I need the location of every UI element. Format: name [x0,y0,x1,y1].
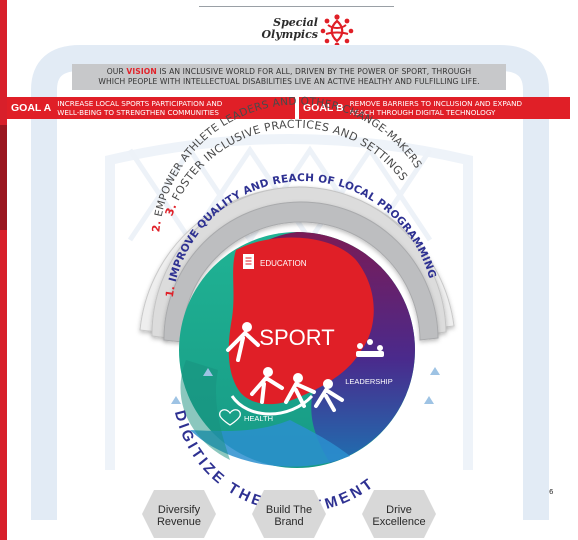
education-text: EDUCATION [260,259,307,268]
health-label: HEALTH [219,409,273,426]
vision-line-2: WHICH PEOPLE WITH INTELLECTUAL DISABILIT… [98,77,480,86]
logo-line-2: Olympics [261,28,318,41]
health-heart-icon [219,409,241,426]
arc-2-num: 2. [150,219,163,233]
goal-b-line-1: REMOVE BARRIERS TO INCLUSION AND EXPAND [349,99,523,108]
goal-b: GOAL B REMOVE BARRIERS TO INCLUSION AND … [303,97,568,119]
goal-a-line-2: WELL-BEING TO STRENGTHEN COMMUNITIES [57,108,219,117]
arc-1-num: 1. [164,284,178,298]
goal-a-line-1: INCREASE LOCAL SPORTS PARTICIPATION AND [57,99,223,108]
special-olympics-logo: Special Olympics [232,11,362,51]
pillar-diversify-revenue: Diversify Revenue [140,486,218,538]
program-circle [179,232,415,468]
goal-b-label: GOAL B [303,102,344,114]
leadership-text: LEADERSHIP [345,377,393,386]
sport-text: SPORT [259,325,334,350]
education-label: EDUCATION [243,254,307,269]
pillar-build-the-brand: Build The Brand [250,486,328,538]
left-edge-accent [0,125,7,230]
leadership-label: LEADERSHIP [345,339,393,386]
athletes-icon [226,322,344,412]
pillar-drive-excellence: Drive Excellence [360,486,438,538]
goal-separator [295,97,299,119]
vision-statement: OUR VISION IS AN INCLUSIVE WORLD FOR ALL… [72,64,506,90]
vision-prefix: OUR [106,67,127,76]
logo-wordmark: Special Olympics [232,17,318,41]
goal-a-label: GOAL A [11,102,52,114]
health-text: HEALTH [244,414,273,423]
goal-b-description: REMOVE BARRIERS TO INCLUSION AND EXPAND … [350,99,522,117]
band-1 [163,201,439,343]
top-divider [199,6,394,7]
goal-a: GOAL A INCREASE LOCAL SPORTS PARTICIPATI… [11,97,293,119]
vision-highlight: VISION [126,67,157,76]
left-edge-bar [0,0,7,540]
arc-3-num: 3. [163,201,180,218]
goal-b-line-2: REACH THROUGH DIGITAL TECHNOLOGY [349,108,496,117]
logo-line-1: Special [273,16,318,29]
goals-banner: GOAL A INCREASE LOCAL SPORTS PARTICIPATI… [7,97,570,119]
decorative-triangles [171,367,440,404]
leadership-people-icon [356,339,384,357]
pillar-label: Diversify Revenue [156,504,202,528]
vision-line-1: OUR VISION IS AN INCLUSIVE WORLD FOR ALL… [72,67,506,77]
pillar-label: Drive Excellence [372,504,426,528]
page-number: 6 [549,488,554,496]
vision-line-1-rest: IS AN INCLUSIVE WORLD FOR ALL, DRIVEN BY… [156,67,472,76]
goal-a-description: INCREASE LOCAL SPORTS PARTICIPATION AND … [57,99,222,117]
pillar-label: Build The Brand [265,504,313,528]
